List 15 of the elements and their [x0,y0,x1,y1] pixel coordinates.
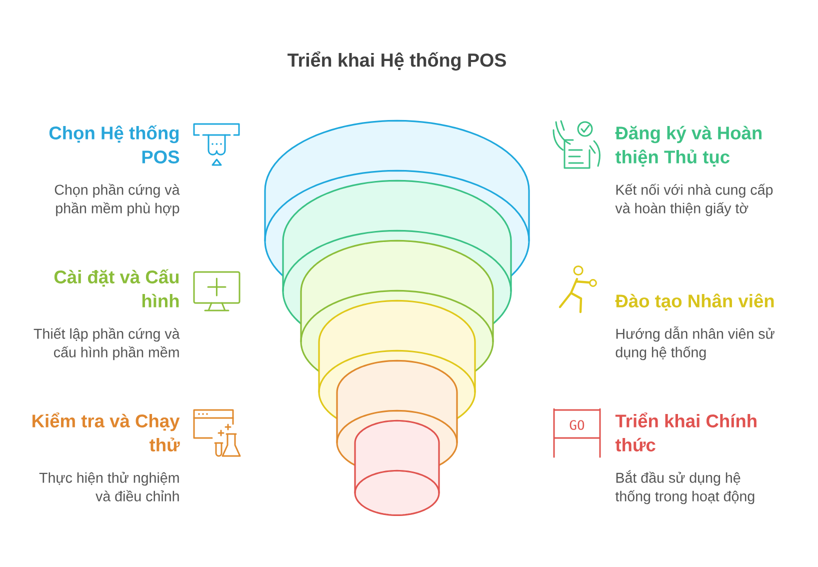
step-description: Chọn phần cứng và phần mềm phù hợp [54,184,180,216]
step-heading: Chọn Hệ thống POS [49,125,180,164]
step-description: Thực hiện thử nghiệm và điều chỉnh [39,472,179,502]
step-description: Thiết lập phần cứng và cấu hình phần mềm [34,328,180,360]
step-heading: Triển khai Chính thức [615,412,756,452]
step-heading: Cài đặt và Cấu hình [54,269,179,308]
step-description: Kết nối với nhà cung cấp và hoàn thiện giấy tờ [615,184,773,216]
title: Triển khai Hệ thống POS [288,51,506,71]
step-description: Bắt đầu sử dụng hệ thống trong hoạt động [615,470,754,504]
step-heading: Đào tạo Nhân viên [615,294,774,311]
step-heading: Đăng ký và Hoàn thiện Thủ tục [615,126,762,167]
step-heading: Kiểm tra và Chạy thử [32,412,180,452]
step-description: Hướng dẫn nhân viên sử dụng hệ thống [616,326,774,360]
cylinder [354,420,440,516]
sign-text: GO [570,420,584,430]
